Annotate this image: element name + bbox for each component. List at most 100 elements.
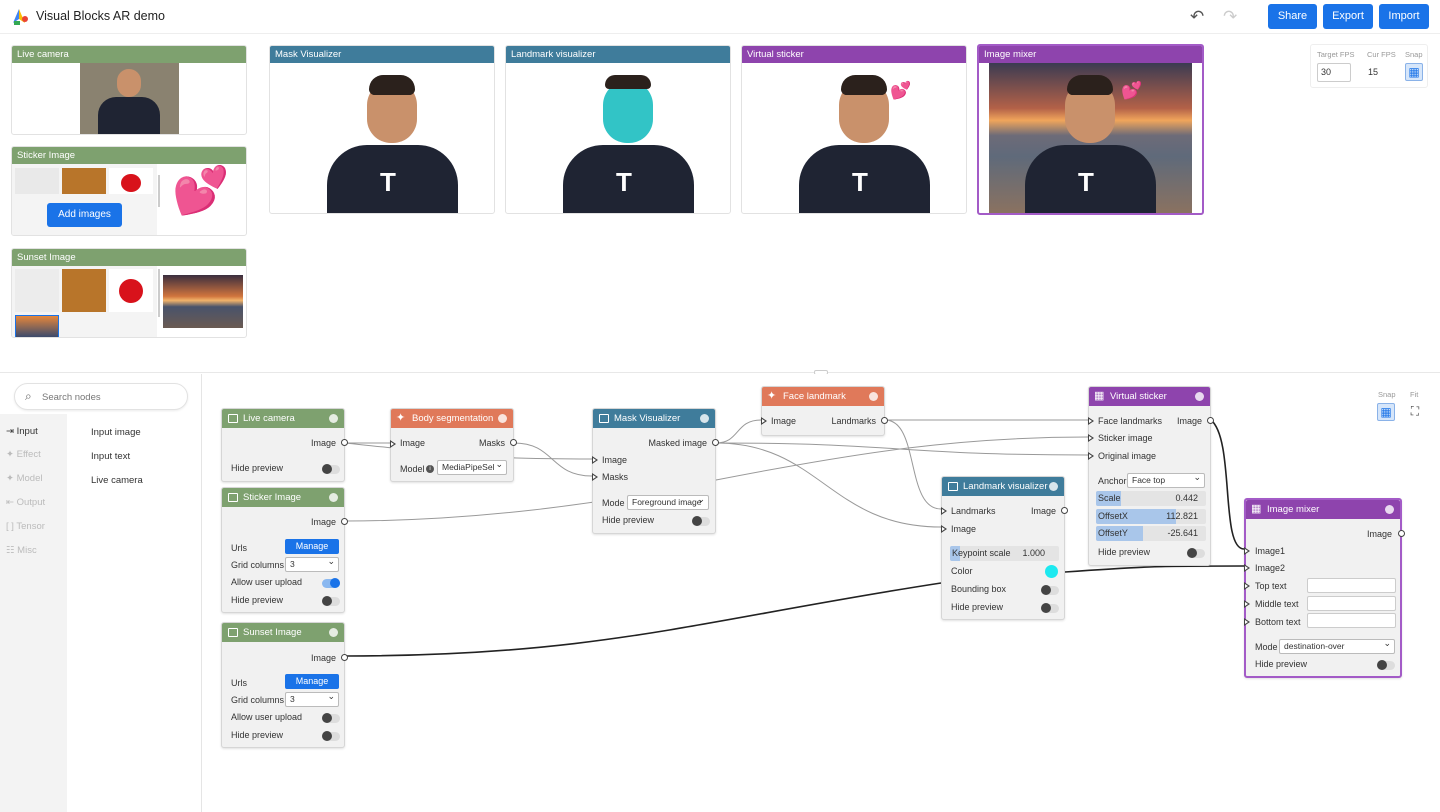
output-port[interactable]: [341, 654, 348, 661]
canvas-snap-grid-icon[interactable]: ▦: [1377, 403, 1395, 421]
category-input[interactable]: ⇥ Input: [6, 426, 38, 437]
category-tensor[interactable]: [ ] Tensor: [6, 521, 45, 532]
input-port[interactable]: [761, 417, 767, 425]
info-icon[interactable]: i: [426, 465, 434, 473]
allow-upload-toggle[interactable]: [322, 578, 340, 588]
search-box[interactable]: ⌕ Search nodes: [14, 383, 188, 410]
output-label: Image: [310, 653, 336, 663]
node-header[interactable]: ✦Body segmentation: [391, 409, 513, 428]
scale-slider[interactable]: Scale 0.442: [1096, 491, 1206, 506]
bottom-text-input[interactable]: [1307, 613, 1396, 628]
yoga-thumbnail[interactable]: [15, 269, 59, 312]
hide-preview-toggle[interactable]: [1041, 603, 1059, 613]
node-sunset-image[interactable]: Sunset Image Image Urls Manage Grid colu…: [221, 622, 348, 748]
hide-preview-toggle[interactable]: [322, 731, 340, 741]
output-port[interactable]: [1207, 417, 1214, 424]
input-port[interactable]: [390, 440, 396, 448]
hide-preview-toggle[interactable]: [322, 596, 340, 606]
node-landmark-visualizer[interactable]: Landmark visualizer Landmarks Image Imag…: [941, 476, 1068, 620]
middle-text-input[interactable]: [1307, 596, 1396, 611]
manage-button[interactable]: Manage: [285, 674, 339, 689]
node-live-camera[interactable]: Live camera Image Hide preview: [221, 408, 348, 482]
input-port[interactable]: [1244, 582, 1250, 590]
input-port[interactable]: [941, 507, 947, 515]
input-port[interactable]: [1088, 452, 1094, 460]
category-effect[interactable]: ✦ Effect: [6, 449, 41, 460]
keypoint-scale-slider[interactable]: Keypoint scale 1.000: [950, 546, 1059, 561]
redo-icon[interactable]: ↷: [1223, 7, 1238, 26]
node-header[interactable]: ▦Virtual sticker: [1089, 387, 1210, 406]
offsety-slider[interactable]: OffsetY -25.641: [1096, 526, 1206, 541]
fit-view-icon[interactable]: ⛶: [1410, 404, 1420, 418]
output-port[interactable]: [341, 518, 348, 525]
input-port[interactable]: [1088, 417, 1094, 425]
node-image-mixer[interactable]: ▦Image mixer Image Image1 Image2 Top tex…: [1244, 498, 1405, 678]
node-header[interactable]: Sticker Image: [222, 488, 344, 507]
input-port[interactable]: [1244, 600, 1250, 608]
node-mask-visualizer[interactable]: Mask Visualizer Masked image Image Masks…: [592, 408, 719, 534]
node-header[interactable]: Landmark visualizer: [942, 477, 1064, 496]
node-header[interactable]: Live camera: [222, 409, 344, 428]
node-header[interactable]: ✦Face landmark: [762, 387, 884, 406]
offsetx-slider[interactable]: OffsetX 112.821: [1096, 509, 1206, 524]
undo-icon[interactable]: ↶: [1190, 7, 1205, 26]
pane-divider[interactable]: [0, 372, 1440, 373]
output-port[interactable]: [1061, 507, 1068, 514]
output-port[interactable]: [881, 417, 888, 424]
input-port[interactable]: [1244, 564, 1250, 572]
sunset-thumbnail[interactable]: [15, 315, 59, 337]
mode-select[interactable]: destination-over: [1279, 639, 1395, 654]
manage-button[interactable]: Manage: [285, 539, 339, 554]
node-virtual-sticker[interactable]: ▦Virtual sticker Face landmarks Image St…: [1088, 386, 1214, 566]
node-header[interactable]: Mask Visualizer: [593, 409, 715, 428]
top-text-input[interactable]: [1307, 578, 1396, 593]
model-select[interactable]: MediaPipeSel: [437, 460, 507, 475]
category-misc[interactable]: ☷ Misc: [6, 545, 37, 556]
color-swatch[interactable]: [1045, 565, 1058, 578]
mode-select[interactable]: Foreground image: [627, 495, 709, 510]
add-images-button[interactable]: Add images: [47, 203, 122, 227]
node-header[interactable]: Sunset Image: [222, 623, 344, 642]
category-output[interactable]: ⇤ Output: [6, 497, 45, 508]
input-port[interactable]: [592, 456, 598, 464]
hide-preview-toggle[interactable]: [1187, 548, 1205, 558]
input-port[interactable]: [592, 473, 598, 481]
strawberry-thumbnail[interactable]: [109, 168, 153, 194]
hide-preview-toggle[interactable]: [322, 464, 340, 474]
grid-columns-select[interactable]: 3: [285, 557, 339, 572]
scrollbar[interactable]: [158, 175, 160, 207]
node-header[interactable]: ▦Image mixer: [1246, 500, 1400, 519]
anchor-select[interactable]: Face top: [1127, 473, 1205, 488]
search-input[interactable]: Search nodes: [42, 392, 101, 403]
input-port[interactable]: [1244, 618, 1250, 626]
target-fps-input[interactable]: 30: [1317, 63, 1351, 82]
import-button[interactable]: Import: [1379, 4, 1429, 29]
output-port[interactable]: [712, 439, 719, 446]
dog-thumbnail[interactable]: [62, 269, 106, 312]
node-face-landmark[interactable]: ✦Face landmark Image Landmarks: [761, 386, 888, 436]
strawberry-thumbnail[interactable]: [109, 269, 153, 312]
output-port[interactable]: [1398, 530, 1405, 537]
yoga-thumbnail[interactable]: [15, 168, 59, 194]
bounding-box-toggle[interactable]: [1041, 585, 1059, 595]
export-button[interactable]: Export: [1323, 4, 1373, 29]
node-item-input-text[interactable]: Input text: [91, 451, 131, 462]
scrollbar[interactable]: [158, 269, 160, 317]
input-port[interactable]: [941, 525, 947, 533]
input-port[interactable]: [1244, 547, 1250, 555]
node-item-input-image[interactable]: Input image: [91, 427, 141, 438]
share-button[interactable]: Share: [1268, 4, 1317, 29]
node-sticker-image[interactable]: Sticker Image Image Urls Manage Grid col…: [221, 487, 348, 613]
node-item-live-camera[interactable]: Live camera: [91, 475, 143, 486]
node-body-segmentation[interactable]: ✦Body segmentation Image Masks Model i M…: [390, 408, 517, 482]
allow-upload-toggle[interactable]: [322, 713, 340, 723]
output-port[interactable]: [510, 439, 517, 446]
input-port[interactable]: [1088, 434, 1094, 442]
dog-thumbnail[interactable]: [62, 168, 106, 194]
category-model[interactable]: ✦ Model: [6, 473, 42, 484]
snap-grid-icon[interactable]: ▦: [1405, 63, 1423, 81]
hide-preview-toggle[interactable]: [692, 516, 710, 526]
hide-preview-toggle[interactable]: [1377, 660, 1395, 670]
grid-columns-select[interactable]: 3: [285, 692, 339, 707]
output-port[interactable]: [341, 439, 348, 446]
